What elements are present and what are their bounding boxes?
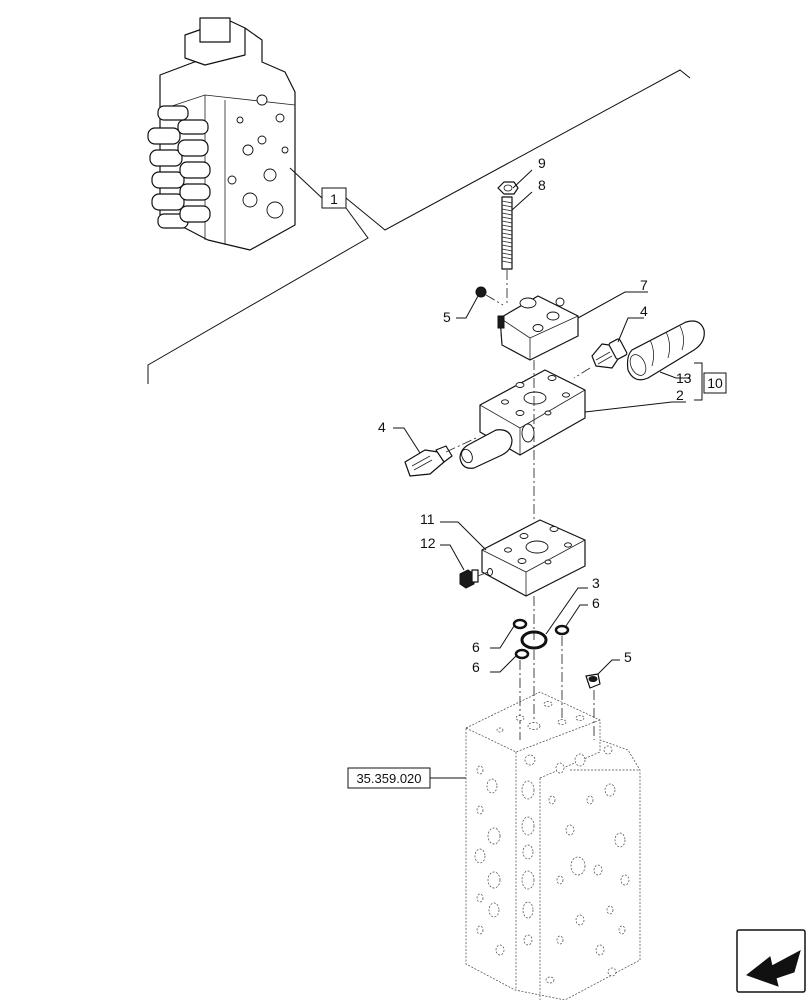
callout-4-right: 4 <box>640 303 648 319</box>
part-9-nut <box>497 181 519 195</box>
callout-7: 7 <box>640 277 648 293</box>
part-6-o-ring-b <box>554 624 570 636</box>
part-4-valve-left <box>404 445 453 477</box>
control-valve-overview <box>147 17 296 251</box>
callout-12: 12 <box>420 535 436 551</box>
callout-10: 10 <box>707 375 723 391</box>
part-5-plug-upper <box>475 286 487 298</box>
part-6-o-ring-c <box>514 648 530 660</box>
arrow-left-icon[interactable] <box>736 929 806 993</box>
callout-9: 9 <box>538 155 546 171</box>
callout-2: 2 <box>676 387 684 403</box>
callout-6-c: 6 <box>472 659 480 675</box>
reference-box <box>347 767 431 789</box>
callout-4-left: 4 <box>378 419 386 435</box>
callout-6-a: 6 <box>472 639 480 655</box>
callout-6-b: 6 <box>592 595 600 611</box>
callout-box-1 <box>321 187 347 209</box>
callout-1: 1 <box>330 191 338 207</box>
part-11-spacer-plate <box>481 519 586 597</box>
reference-label: 35.359.020 <box>356 771 421 786</box>
part-2-valve-body <box>459 369 586 469</box>
callout-box-10 <box>703 372 727 394</box>
callout-8: 8 <box>538 177 546 193</box>
callout-3: 3 <box>592 575 600 591</box>
part-12-plug <box>459 569 479 589</box>
part-4-valve-right <box>591 338 628 369</box>
part-13-spool <box>626 320 705 381</box>
main-valve-block <box>465 691 641 1000</box>
part-3-o-ring <box>520 630 548 650</box>
callout-13: 13 <box>676 370 692 386</box>
part-6-o-ring-a <box>512 618 528 630</box>
part-5-plug-lower <box>585 673 601 689</box>
part-8-threaded-rod <box>501 196 513 270</box>
callout-11: 11 <box>420 511 435 527</box>
part-7-cover-plate <box>497 295 579 361</box>
callout-5-upper: 5 <box>443 309 451 325</box>
callout-5-lower: 5 <box>624 649 632 665</box>
